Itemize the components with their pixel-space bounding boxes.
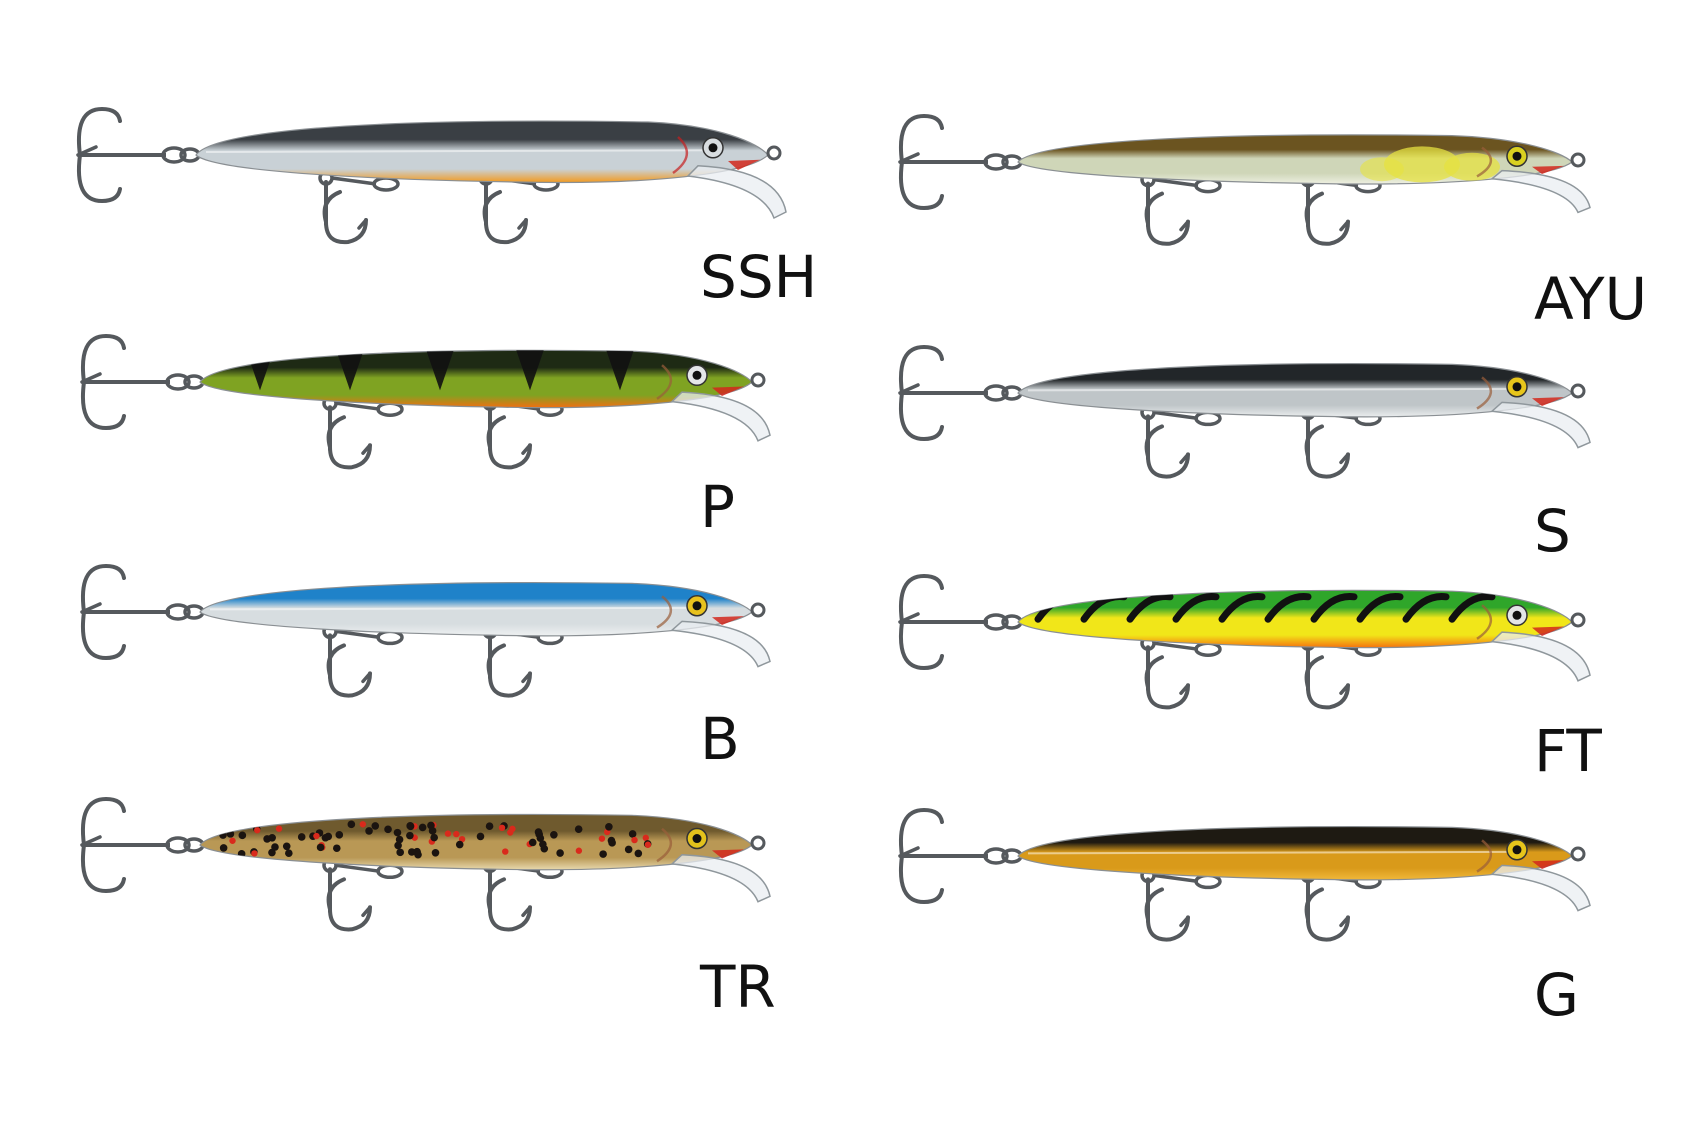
belly-hook-front <box>1140 635 1222 710</box>
lure-ssh <box>76 106 787 245</box>
line-tie <box>1570 846 1586 862</box>
lure-code-ft: FT <box>1534 717 1602 785</box>
gill-line <box>1476 376 1492 410</box>
lure-s <box>898 344 1591 479</box>
diving-lip <box>670 391 771 442</box>
lure-g <box>898 807 1591 942</box>
lure-code-tr: TR <box>700 953 776 1021</box>
tail-hook <box>76 106 201 204</box>
eye <box>686 364 708 387</box>
lure-code-ayu: AYU <box>1534 265 1648 333</box>
throat-mark <box>1532 165 1564 174</box>
tail-hook <box>80 796 205 894</box>
lure-ayu <box>898 113 1591 246</box>
diving-lip <box>1490 401 1591 449</box>
lure-b <box>80 563 771 698</box>
throat-mark <box>712 386 744 396</box>
gill-line <box>656 595 672 629</box>
lure-p <box>80 333 771 470</box>
line-tie <box>750 372 766 388</box>
throat-mark <box>712 616 744 625</box>
line-tie <box>1570 152 1586 168</box>
throat-mark <box>1532 626 1564 636</box>
diving-lip <box>1490 169 1591 214</box>
gill-line <box>672 136 688 175</box>
throat-mark <box>1532 860 1564 869</box>
tail-hook <box>898 573 1023 671</box>
line-tie <box>766 145 782 161</box>
throat-mark <box>728 159 760 170</box>
eye <box>702 137 724 159</box>
throat-mark <box>1532 397 1564 406</box>
lure-code-g: G <box>1534 961 1579 1029</box>
lure-code-s: S <box>1534 497 1571 565</box>
belly-hook-front <box>1140 404 1222 479</box>
gill-line <box>656 827 672 863</box>
lure-ft <box>898 573 1591 710</box>
lure-code-b: B <box>700 705 740 773</box>
tail-hook <box>898 807 1023 905</box>
tail-hook <box>80 563 205 661</box>
tail-hook <box>80 333 205 431</box>
line-tie <box>750 602 766 618</box>
line-tie <box>1570 383 1586 399</box>
line-tie <box>750 835 766 851</box>
eye <box>686 595 708 617</box>
diving-lip <box>670 620 771 668</box>
lure-body <box>199 813 753 871</box>
gill-line <box>1476 146 1492 178</box>
body-pattern <box>205 149 709 153</box>
body-pattern <box>219 820 652 859</box>
belly-hook-front <box>318 170 400 245</box>
gill-line <box>1476 839 1492 873</box>
lure-tr <box>80 796 771 932</box>
lure-code-ssh: SSH <box>700 243 818 311</box>
belly-hook-front <box>322 395 404 470</box>
eye <box>1506 145 1528 167</box>
eye <box>686 827 708 850</box>
body-pattern <box>1027 850 1513 855</box>
belly-hook-front <box>1140 867 1222 942</box>
diving-lip <box>686 165 787 220</box>
body-pattern <box>1027 387 1513 392</box>
diving-lip <box>670 853 771 903</box>
belly-hook-front <box>1140 171 1222 246</box>
body-pattern <box>209 606 693 611</box>
tail-hook <box>898 113 1023 211</box>
eye <box>1506 604 1528 627</box>
belly-hook-front <box>322 623 404 698</box>
gill-line <box>1476 604 1492 640</box>
diving-lip <box>1490 864 1591 912</box>
eye <box>1506 376 1528 398</box>
lure-code-p: P <box>700 473 735 541</box>
line-tie <box>1570 612 1586 628</box>
tail-hook <box>898 344 1023 442</box>
throat-mark <box>712 849 744 859</box>
gill-line <box>656 364 672 400</box>
body-pattern <box>1360 146 1500 183</box>
diving-lip <box>1490 631 1591 682</box>
eye <box>1506 839 1528 861</box>
lure-body <box>199 349 753 409</box>
belly-hook-front <box>322 857 404 932</box>
